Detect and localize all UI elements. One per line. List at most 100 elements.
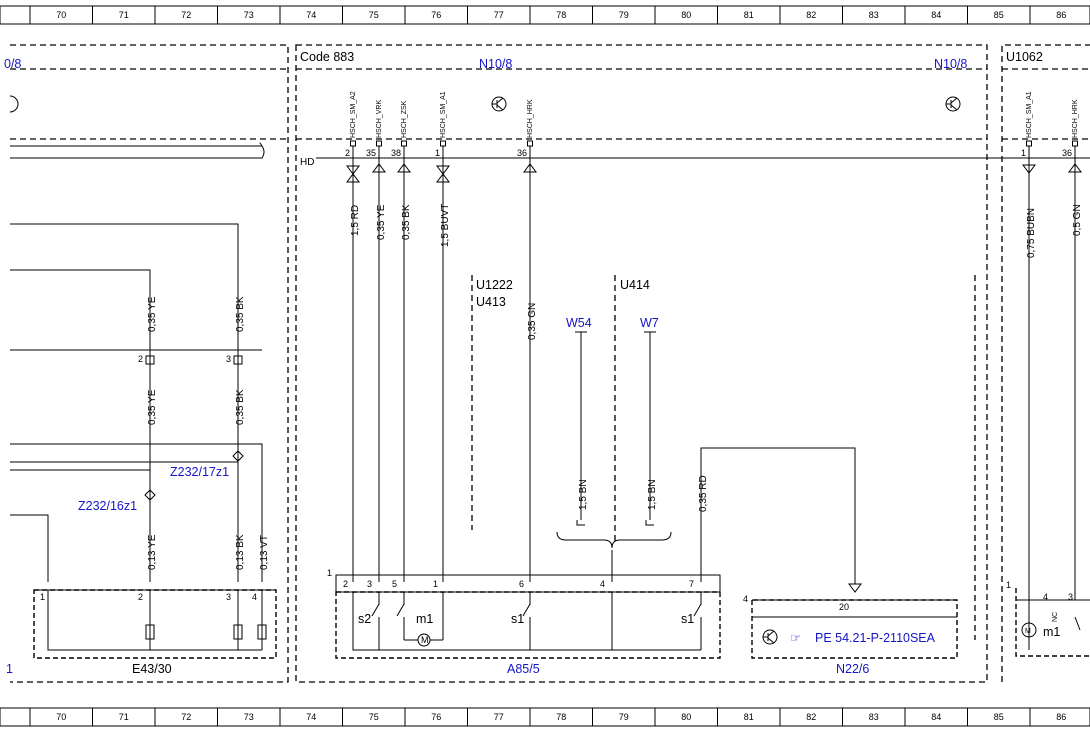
ruler-tick-label: 73 [244, 712, 254, 722]
svg-text:NC: NC [1052, 612, 1059, 622]
brace [556, 531, 672, 549]
motor-icon: M [1025, 628, 1031, 635]
svg-text:2: 2 [343, 579, 348, 589]
ground-wire-w54 [575, 331, 587, 526]
svg-text:3: 3 [226, 592, 231, 602]
wire-label: 1,5 BUVT [440, 204, 451, 247]
ruler-tick-label: 70 [56, 712, 66, 722]
svg-text:1: 1 [327, 568, 332, 578]
splice-z16: Z232/16z1 [78, 499, 137, 513]
connector-pin: HSCH_SM_A11 [1021, 91, 1033, 158]
connector-pin-number: 1 [1021, 148, 1026, 158]
connector-pin: HSCH_HRK 36 [1062, 99, 1079, 158]
svg-text:7: 7 [689, 579, 694, 589]
ruler-tick-label: 84 [931, 10, 941, 20]
ruler-tick-label: 75 [369, 712, 379, 722]
wire-label: 1,5 RD [350, 205, 361, 236]
signal-arrows [848, 583, 862, 593]
svg-text:s2: s2 [358, 612, 371, 626]
svg-text:5: 5 [392, 579, 397, 589]
wire-label: 1,5 BN [578, 479, 589, 510]
wire-label: 0,13 YE [147, 534, 158, 570]
connector-pin-number: 2 [345, 148, 350, 158]
left-module-outline [10, 44, 289, 683]
ground-w7: W7 [640, 316, 659, 330]
connector-pin: HSCH_SM_A22 [345, 91, 357, 158]
connector-pin-number: 38 [391, 148, 401, 158]
ruler-tick-label: 79 [619, 10, 629, 20]
svg-text:1: 1 [433, 579, 438, 589]
connector-pin-number: 35 [366, 148, 376, 158]
n10-label-b: N10/8 [934, 57, 967, 71]
ruler-tick-label: 78 [556, 10, 566, 20]
hd-label: HD [300, 157, 314, 168]
connector-signal-label: HSCH_ZSK [401, 100, 408, 138]
wire-label: 0,35 YE [376, 204, 387, 240]
svg-text:m1: m1 [416, 612, 433, 626]
left-wiring: 2 3 0,35 YE 0,35 BK 0,35 YE 0,35 BK 0,13… [10, 223, 270, 582]
connector-pin-number: 36 [1062, 148, 1072, 158]
ruler-tick-label: 71 [119, 10, 129, 20]
connector-signal-label: HSCH_SM_A1 [440, 91, 447, 138]
a85-label: A85/5 [507, 662, 540, 676]
wire-label: 1,5 BN [647, 479, 658, 510]
a85-component: M s2 m1 s1 s1 1 2 3 5 1 6 4 7 A85/5 [327, 568, 721, 676]
left-cut-label: 0/8 [4, 57, 21, 71]
ground-wire-w7 [644, 331, 656, 526]
ruler-tick-label: 74 [306, 10, 316, 20]
ruler-tick-label: 79 [619, 712, 629, 722]
svg-text:4: 4 [1043, 592, 1048, 602]
connector-signal-label: HSCH_HRK [527, 99, 534, 138]
connector-signal-label: HSCH_VRK [376, 100, 383, 138]
wire-label: 0,35 GN [527, 303, 538, 340]
ruler-tick-label: 82 [806, 712, 816, 722]
ruler-tick-label: 83 [869, 712, 879, 722]
ruler-tick-label: 85 [994, 712, 1004, 722]
connector-pin: HSCH_VRK 35 [366, 100, 383, 158]
ruler-tick-label: 84 [931, 712, 941, 722]
n10-module-outline [295, 44, 988, 683]
n22-component: 4 20 ☞ PE 54.21-P-2110SEA N22/6 [743, 594, 958, 676]
ruler-tick-label: 76 [431, 10, 441, 20]
ground-w54: W54 [566, 316, 592, 330]
u1062-component: M m1 1 4 NC 3 [1006, 580, 1090, 657]
ruler-tick-label: 85 [994, 10, 1004, 20]
connector-pin-number: 1 [435, 148, 440, 158]
svg-text:4: 4 [252, 592, 257, 602]
wire-label: 0,35 BK [235, 296, 246, 332]
wire-label: 0,35 BK [401, 204, 412, 240]
wire-label: 0,5 GN [1072, 204, 1083, 236]
wire-label: 0,35 BK [235, 389, 246, 425]
transistor-icon [491, 96, 507, 112]
n10-label-a: N10/8 [479, 57, 512, 71]
ruler-tick-label: 71 [119, 712, 129, 722]
ruler-tick-label: 86 [1056, 10, 1066, 20]
svg-text:m1: m1 [1043, 625, 1060, 639]
svg-text:3: 3 [226, 354, 231, 364]
svg-text:2: 2 [138, 354, 143, 364]
svg-text:s1: s1 [511, 612, 524, 626]
ruler-tick-label: 70 [56, 10, 66, 20]
ruler-tick-label: 77 [494, 712, 504, 722]
svg-text:3: 3 [367, 579, 372, 589]
svg-text:6: 6 [519, 579, 524, 589]
signal-arrows [346, 163, 1082, 183]
ruler-tick-label: 78 [556, 712, 566, 722]
left-bus-line [10, 142, 265, 159]
splice-z17: Z232/17z1 [170, 465, 229, 479]
connector-signal-label: HSCH_HRK [1072, 99, 1079, 138]
svg-text:1: 1 [40, 592, 45, 602]
transistor-icon [9, 95, 19, 113]
n22-reference: PE 54.21-P-2110SEA [815, 631, 936, 645]
svg-text:4: 4 [743, 594, 748, 604]
connector-pin-number: 36 [517, 148, 527, 158]
ruler-tick-label: 80 [681, 10, 691, 20]
connector-pin: HSCH_ZSK 38 [391, 100, 408, 158]
ruler-tick-label: 82 [806, 10, 816, 20]
wire-label: 0,13 BK [235, 534, 246, 570]
ruler-tick-label: 77 [494, 10, 504, 20]
svg-text:20: 20 [839, 602, 849, 612]
transistor-icon [762, 629, 778, 645]
